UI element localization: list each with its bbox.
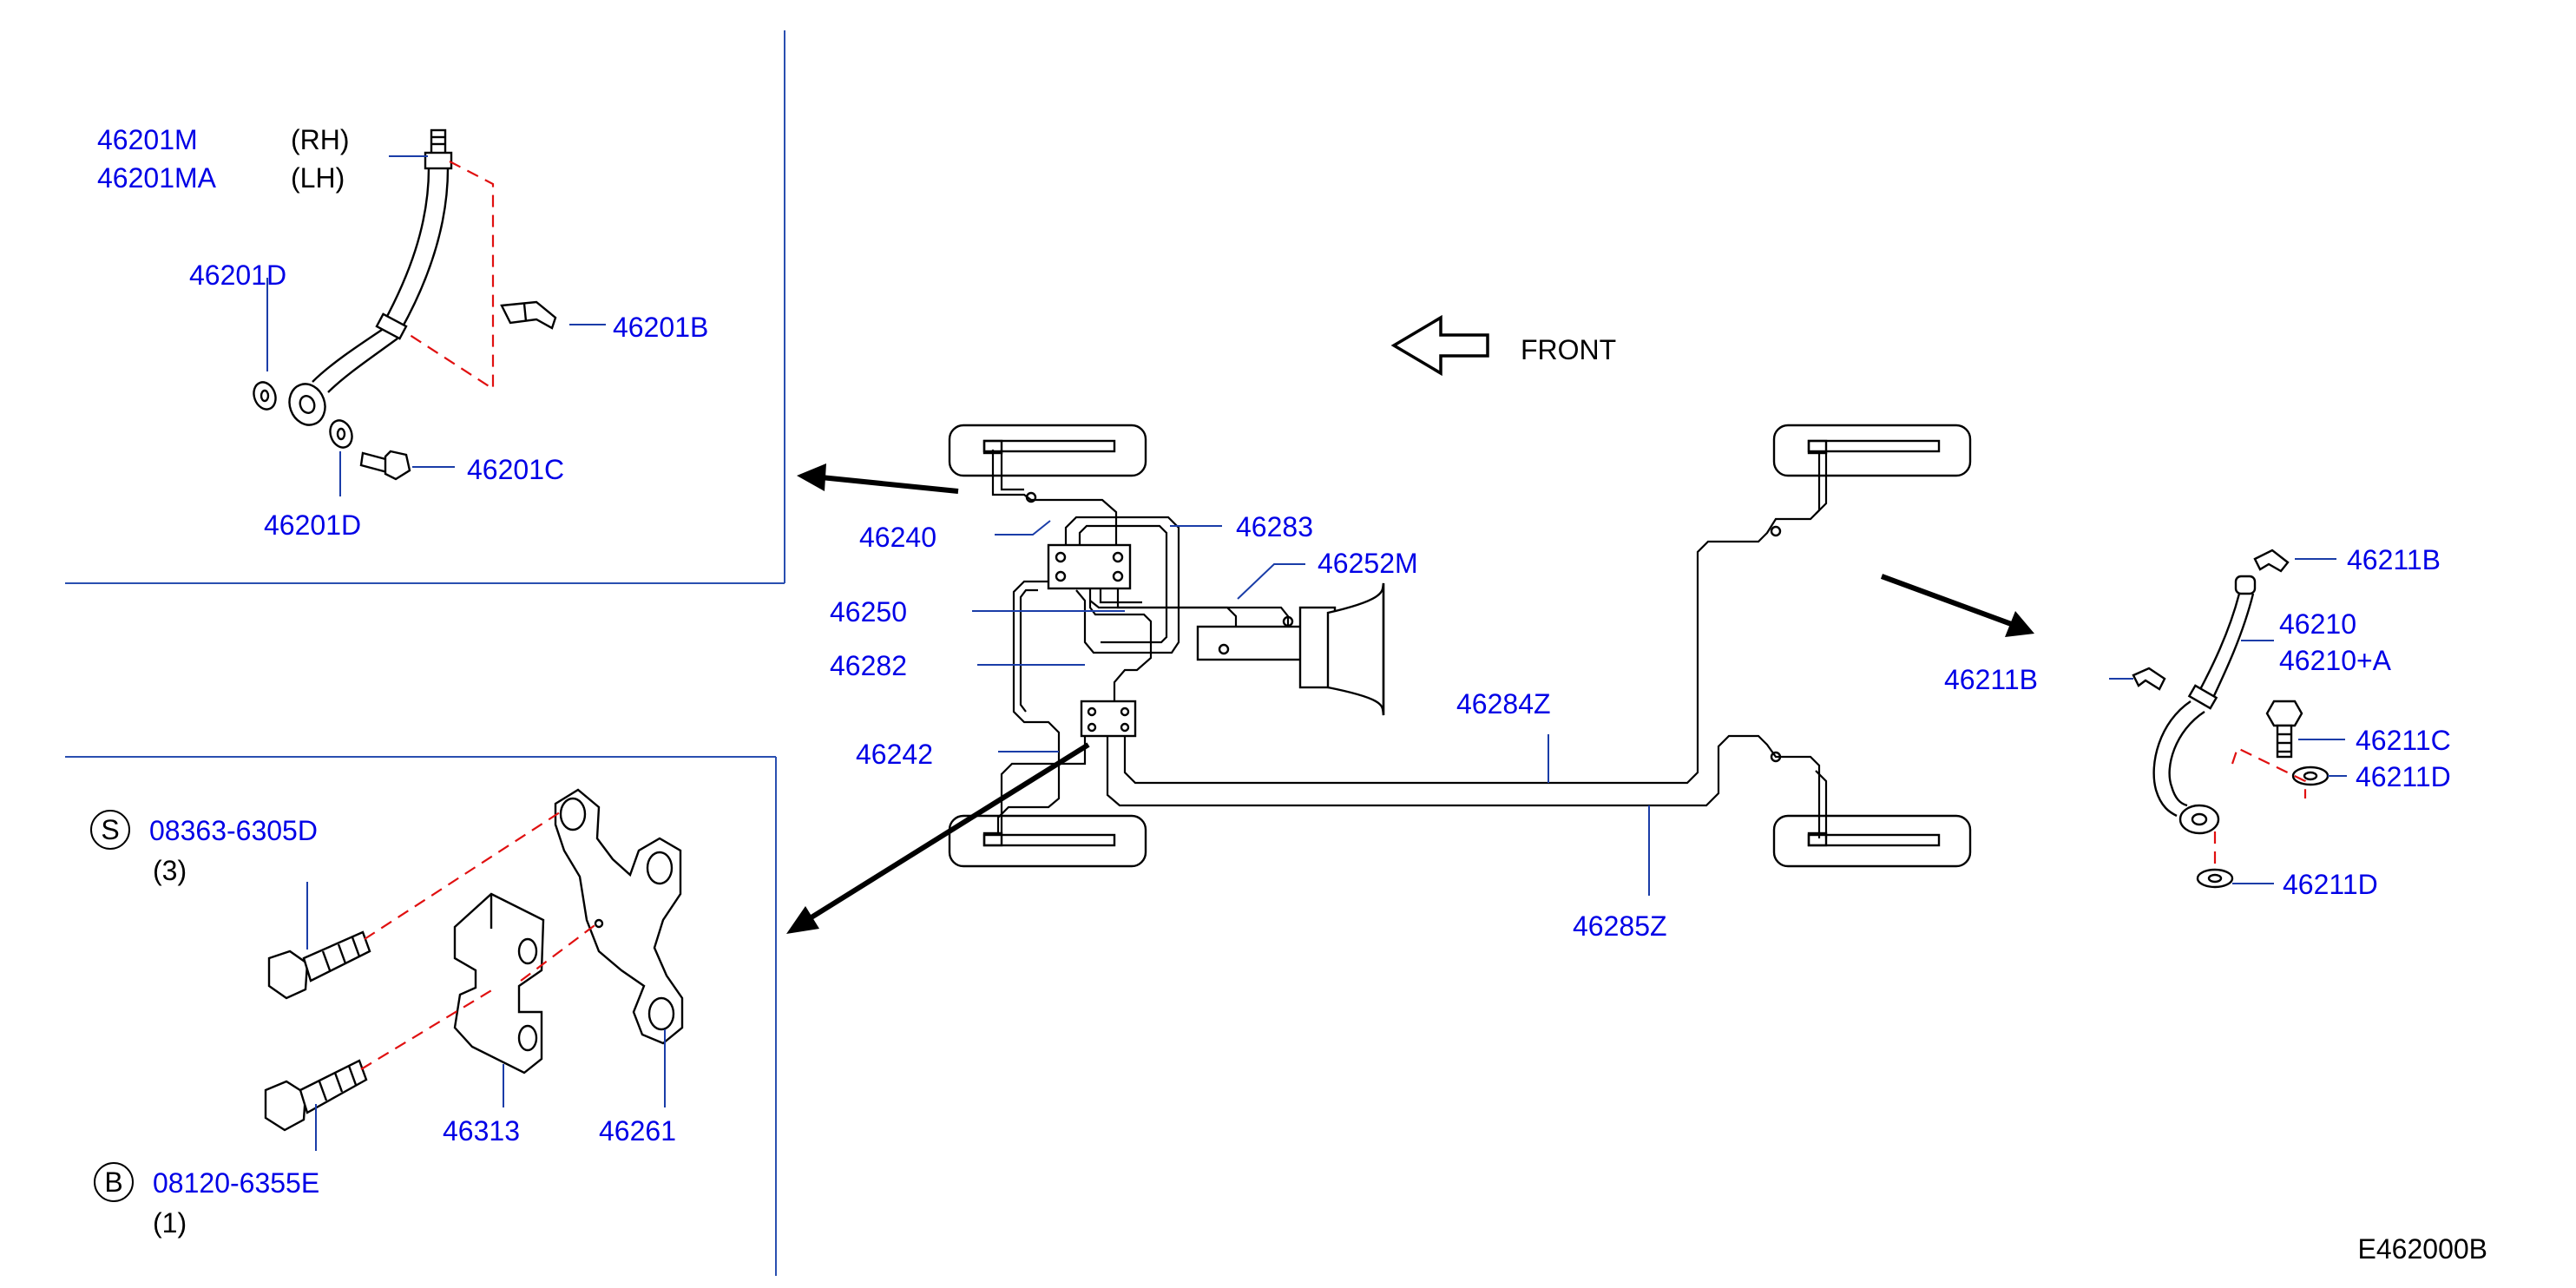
front-washer-upper-label: 46201D [189,260,286,291]
pipe-c-label: 46242 [856,739,933,770]
rear-washer-lower-label: 46211D [2283,869,2378,900]
wheel-front-right [948,814,1147,868]
junction-block-lower [1080,700,1137,738]
bolt-s-symbol-letter: S [101,814,119,845]
bolt-b-part-number: 08120-6355E [153,1167,319,1199]
front-pipe-label: 46240 [859,522,936,553]
rear-bolt-label: 46211C [2356,725,2451,756]
bracket-part-label: 46261 [599,1115,676,1147]
rear-pipe-2-label: 46285Z [1573,910,1667,942]
block-part-label: 46313 [443,1115,520,1147]
hose-lh-side-label: (LH) [291,162,345,194]
rear-hose-label: 46210 [2279,608,2356,640]
brake-pipes [991,450,1828,838]
pointer-arrow-to-front-hose-icon [797,463,959,494]
connector-label: 46250 [830,596,907,628]
center-leader-lines [972,520,1650,896]
rear-washer-upper-label: 46211D [2356,761,2451,792]
bracket-assembly-illustration [264,788,684,1151]
bolt-s-quantity: (3) [153,855,187,886]
brake-booster [1196,582,1385,716]
front-washer-lower-label: 46201D [264,509,361,541]
pointer-arrow-to-rear-hose-icon [1880,574,2034,637]
diagram-code: E462000B [2358,1233,2487,1265]
wheel-rear-left [1772,424,1972,477]
junction-block-upper [1047,543,1132,590]
front-brake-hose-illustration [253,128,606,496]
front-direction-label: FRONT [1521,334,1616,365]
rear-clip-left-label: 46211B [1944,664,2038,695]
hose-lh-part-number: 46201MA [97,162,217,194]
front-direction-arrow-icon [1390,314,1489,377]
rear-brake-hose-illustration [2109,549,2347,889]
hose-rh-part-number: 46201M [97,124,198,155]
bolt-s-part-number: 08363-6305D [149,815,318,846]
rear-pipe-1-label: 46284Z [1456,688,1551,720]
bolt-b-symbol: B [94,1162,134,1202]
rear-hose-alt-label: 46210+A [2279,645,2392,676]
wheel-rear-right [1772,814,1972,868]
booster-pipe-label: 46252M [1318,548,1418,579]
top-left-panel-frame [65,30,785,584]
bolt-b-symbol-letter: B [104,1166,122,1198]
bolt-s-symbol: S [90,810,130,850]
pipe-a-label: 46283 [1236,511,1313,542]
rear-clip-upper-label: 46211B [2347,544,2441,575]
front-clip-label: 46201B [613,312,708,343]
bottom-left-panel-frame [65,756,777,1276]
bolt-b-quantity: (1) [153,1207,187,1239]
hose-rh-side-label: (RH) [291,124,350,155]
front-bolt-label: 46201C [467,454,564,485]
pipe-b-label: 46282 [830,650,907,681]
wheel-front-left [948,424,1147,477]
pointer-arrow-to-bracket-icon [786,742,1090,934]
